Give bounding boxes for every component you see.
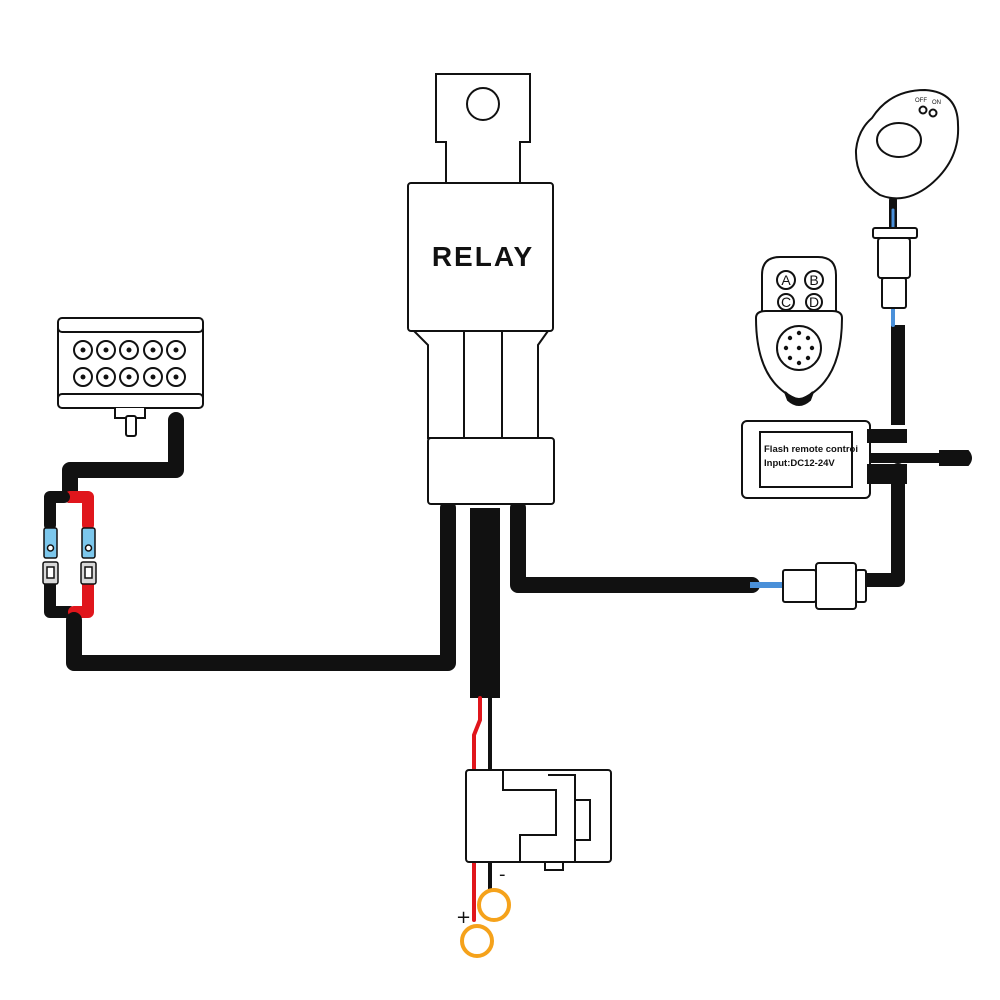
push-button-switch-icon: OFF ON — [854, 88, 960, 309]
relay-label: RELAY — [432, 241, 534, 272]
red-wire-upper — [64, 491, 94, 531]
light-bar-stem — [125, 415, 137, 437]
negative-ring-terminal — [477, 888, 511, 922]
fuse-holder-clip — [502, 770, 557, 862]
antenna-tip — [939, 450, 972, 466]
remote-button-c — [777, 293, 795, 311]
remote-button-a — [776, 270, 796, 290]
remote-upper-body — [761, 256, 837, 316]
remote-button-d-label: D — [809, 294, 819, 310]
remote-button-b-label: B — [809, 272, 818, 288]
switch-plug-lower — [881, 277, 907, 309]
female-connector-right — [81, 527, 96, 559]
controller-label-line1: Flash remote controi — [764, 444, 858, 455]
positive-battery-lead — [472, 696, 482, 772]
controller-to-connector-wire — [855, 463, 905, 587]
controller-label-line2: Input:DC12-24V — [764, 458, 835, 469]
switch-on-label: ON — [932, 100, 941, 106]
controller-strain-relief-top — [867, 429, 907, 443]
remote-grip-dots — [783, 330, 815, 366]
fuse-holder-tab — [544, 861, 564, 871]
fuse-holder-icon — [465, 769, 612, 871]
relay-mount-hole — [466, 87, 500, 121]
switch-led-on — [928, 108, 938, 118]
black-wire-lower-left — [44, 574, 76, 618]
red-wire-lower — [68, 574, 94, 618]
controller-box-panel — [759, 431, 853, 488]
fuse-holder-latch — [548, 774, 591, 862]
switch-plug-collar — [872, 227, 918, 239]
key-fob-remote-icon: A B C D — [754, 256, 844, 406]
switch-plug-body — [877, 237, 911, 279]
remote-button-a-label: A — [781, 272, 791, 288]
light-bar-bottom-rail — [57, 393, 204, 409]
switch-off-label: OFF — [915, 98, 927, 104]
remote-button-d — [805, 293, 823, 311]
light-bar-wire — [62, 412, 184, 503]
relay-to-controller-wire — [510, 500, 760, 593]
remote-button-c-label: C — [781, 294, 791, 310]
wires — [44, 196, 950, 922]
connector-male-half — [782, 569, 817, 603]
relay-socket — [427, 437, 555, 505]
light-bar-leds — [73, 340, 186, 387]
connector-female-half — [815, 562, 857, 610]
connector-boot — [855, 569, 867, 603]
positive-label: + — [456, 907, 471, 928]
light-bar-led-centers — [80, 347, 179, 380]
controller-strain-relief-bottom — [867, 464, 907, 484]
remote-buttons — [776, 270, 824, 311]
black-wire-upper-left — [44, 491, 70, 531]
male-connector-left — [42, 561, 59, 585]
controller-box-icon: Flash remote controi Input:DC12-24V — [741, 420, 972, 499]
led-light-bar-icon — [57, 317, 204, 437]
male-connector-right — [80, 561, 97, 585]
ring-terminals — [460, 888, 511, 958]
remote-keyring-loop — [784, 391, 814, 406]
inline-connector — [782, 562, 867, 610]
remote-button-b — [804, 270, 824, 290]
relay-icon: RELAY — [407, 73, 555, 505]
light-bar-top-rail — [57, 317, 204, 333]
relay-to-light-wire — [66, 500, 456, 671]
relay-taper — [411, 330, 550, 439]
female-connector-left — [43, 527, 58, 559]
switch-led-off — [918, 105, 928, 115]
positive-ring-terminal — [460, 924, 494, 958]
spade-connectors — [42, 527, 97, 585]
switch-button — [876, 122, 922, 158]
negative-label: - — [499, 864, 506, 885]
